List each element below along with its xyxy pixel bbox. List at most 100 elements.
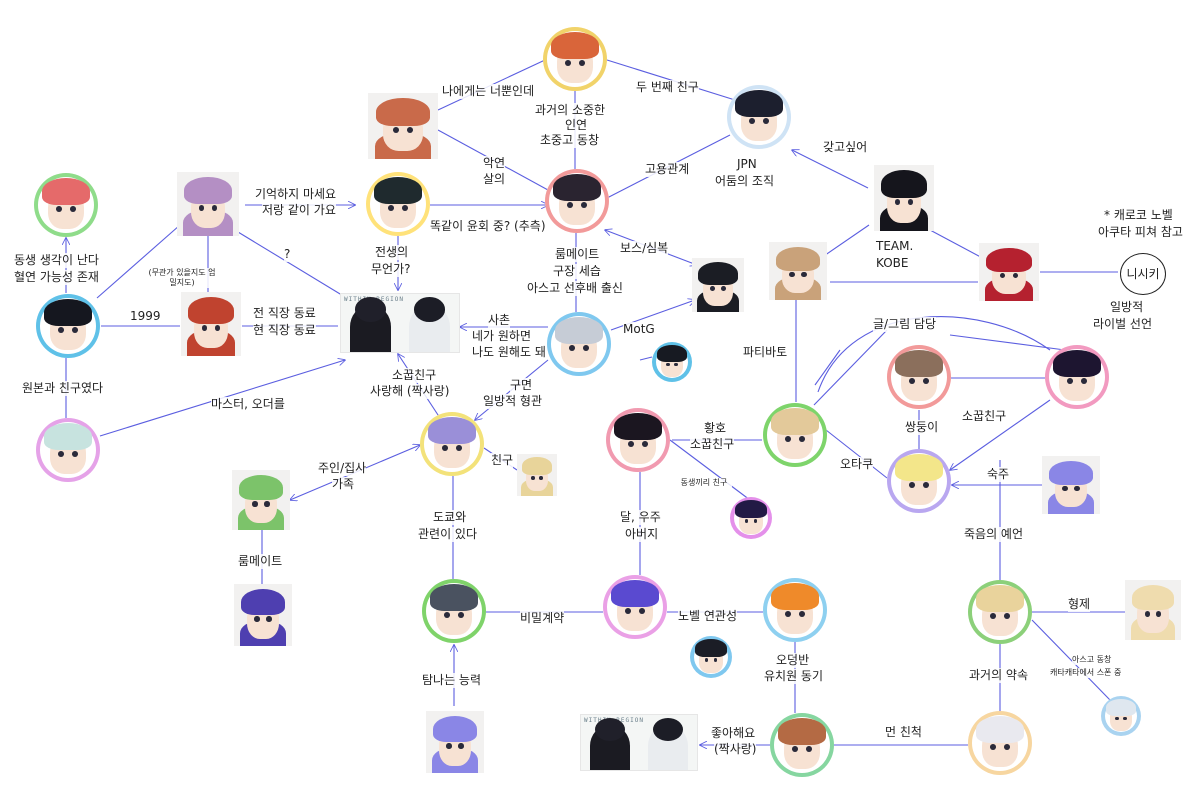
portrait-eye [628,441,635,448]
edge-label: 두 번째 친구 [636,80,699,95]
portrait-hair [734,90,784,117]
portrait-eye [792,746,799,753]
portrait-hair [770,408,820,435]
character-node [874,165,934,231]
edge-label: 아스고 선후배 출신 [527,281,623,296]
relation-edge [669,439,751,501]
character-node [547,312,611,376]
character-node [366,172,430,236]
portrait-eye [666,362,670,367]
edge-label: 과거의 소중한 [535,103,606,118]
portrait-hair [43,423,93,450]
portrait-eye [1115,716,1119,721]
character-node [422,579,486,643]
character-node [603,575,667,639]
relation-edge [950,399,1051,470]
portrait-eye [641,441,648,448]
edge-label: 소꿉친구 [690,437,735,452]
portrait-eye [446,743,452,749]
edge-label: 살의 [483,172,506,187]
portrait-eye [713,657,718,662]
edge-label: 전 직장 동료 [253,306,316,321]
portrait-eye [69,206,76,213]
edge-label: 아스고 동창 [1072,655,1112,665]
edge-label: 구장 세습 [553,264,601,279]
character-node [36,294,100,358]
portrait-eye [407,127,414,134]
edge-label: 일방적 [1110,300,1144,315]
edge-label: 주인/집사 [318,461,367,476]
portrait-eye [1012,273,1018,279]
portrait-eye [455,445,462,452]
portrait-eye [266,616,272,622]
character-node [420,412,484,476]
edge-label: 어둠의 조직 [715,174,775,189]
portrait-eye [567,202,574,209]
portrait-eye [211,205,218,212]
character-node [1101,696,1141,736]
edge-label: JPN [737,157,757,172]
group-figure-head [414,297,445,322]
relation-edge [814,349,841,386]
edge-label: 룸메이트 [238,554,283,569]
edge-label: 사촌 [488,313,511,328]
portrait-eye [71,451,78,458]
portrait-eye [1067,378,1074,385]
edge-label: TEAM. [876,239,914,254]
portrait-eye [569,345,576,352]
edge-label: 좋아해요 [711,726,756,741]
edge-label: 형제 [1068,597,1091,612]
character-node [887,449,951,513]
portrait-eye [922,378,929,385]
portrait-eye [58,327,65,334]
portrait-eye [721,286,726,291]
portrait-eye [798,611,805,618]
edge-label: 탐나는 능력 [422,673,482,688]
portrait-hair [550,32,600,59]
portrait-hair [429,584,479,611]
portrait-eye [625,608,632,615]
portrait-eye [1123,716,1127,721]
portrait-eye [674,362,678,367]
edge-label: 가족 [332,477,355,492]
portrait-hair [777,718,827,745]
edge-label: 저랑 같이 가요 [262,203,336,218]
portrait-eye [1003,613,1010,620]
portrait-eye [392,127,399,134]
portrait-hair [240,588,286,615]
relation-edge [96,224,181,299]
character-node [730,497,772,539]
portrait-eye [582,345,589,352]
portrait-eye [801,272,807,278]
relation-edge [1031,619,1111,701]
relation-edge [237,231,350,300]
portrait-eye [785,611,792,618]
edge-label: 현 직장 동료 [253,323,316,338]
portrait-hair [554,317,604,344]
portrait-eye [704,657,709,662]
edge-label: 아쿠타 피쳐 참고 [1098,225,1183,240]
portrait-eye [580,202,587,209]
character-node [606,408,670,472]
portrait-eye [749,118,756,125]
portrait-hair [894,454,944,481]
text-node-nishiki: 니시키 [1120,253,1166,295]
portrait-hair [881,170,927,198]
edge-label: 악연 [483,156,506,171]
portrait-eye [58,451,65,458]
portrait-eye [202,325,208,332]
character-node [1042,456,1100,514]
portrait-eye [744,518,749,523]
character-node [652,342,692,382]
edge-label: 쌍둥이 [905,420,939,435]
edge-label: * 캐로코 노벨 [1104,208,1173,223]
edge-label: 파티바토 [743,345,788,360]
portrait-hair [975,585,1025,612]
edge-label: KOBE [876,256,909,271]
portrait-eye [401,205,408,212]
edge-label: 노벨 연관성 [678,609,738,624]
character-node [770,713,834,777]
edge-label: 친구 [491,453,514,468]
portrait-eye [805,746,812,753]
text-node-label: 니시키 [1126,267,1160,281]
